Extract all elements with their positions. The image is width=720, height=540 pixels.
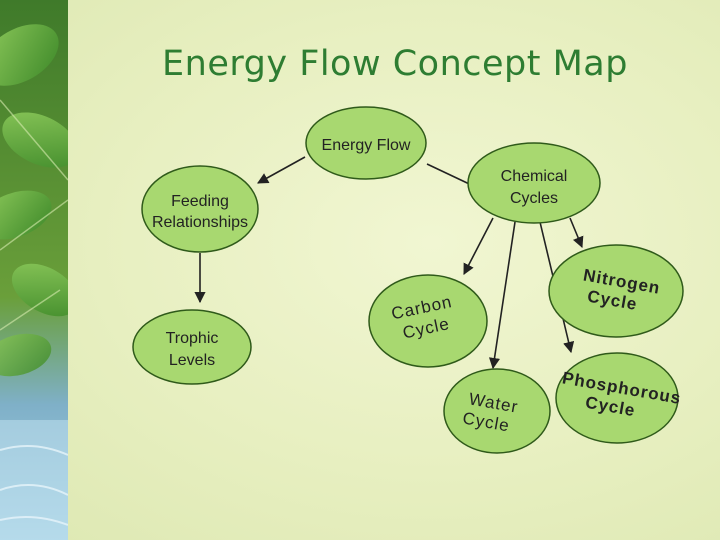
node-label-energy-flow: Energy Flow <box>322 137 411 154</box>
node-label-cycles: Cycles <box>510 190 558 207</box>
node-phosphorous-cycle: Phosphorous Cycle <box>555 352 683 444</box>
node-feeding-relationships: Feeding Relationships <box>141 165 259 253</box>
arrow-energyflow-to-feeding <box>257 156 306 184</box>
arrow-chemical-to-nitrogen <box>569 217 584 249</box>
node-chemical-cycles: Chemical Cycles <box>467 142 601 224</box>
node-trophic-levels: Trophic Levels <box>132 309 252 385</box>
node-energy-flow: Energy Flow <box>305 106 427 180</box>
leaf-image-strip <box>0 0 68 540</box>
node-label-chemical: Chemical <box>501 168 568 185</box>
node-nitrogen-cycle: Nitrogen Cycle <box>548 244 684 338</box>
node-label-feeding: Feeding <box>171 193 229 210</box>
node-label-relationships: Relationships <box>152 214 248 231</box>
slide-title: Energy Flow Concept Map <box>162 44 628 84</box>
node-label-trophic: Trophic <box>166 330 219 347</box>
node-label-levels: Levels <box>169 352 215 369</box>
arrow-chemical-to-carbon <box>463 217 494 275</box>
node-water-cycle: Water Cycle <box>443 368 551 454</box>
arrow-chemical-to-water <box>488 221 516 370</box>
node-carbon-cycle: Carbon Cycle <box>368 274 488 368</box>
